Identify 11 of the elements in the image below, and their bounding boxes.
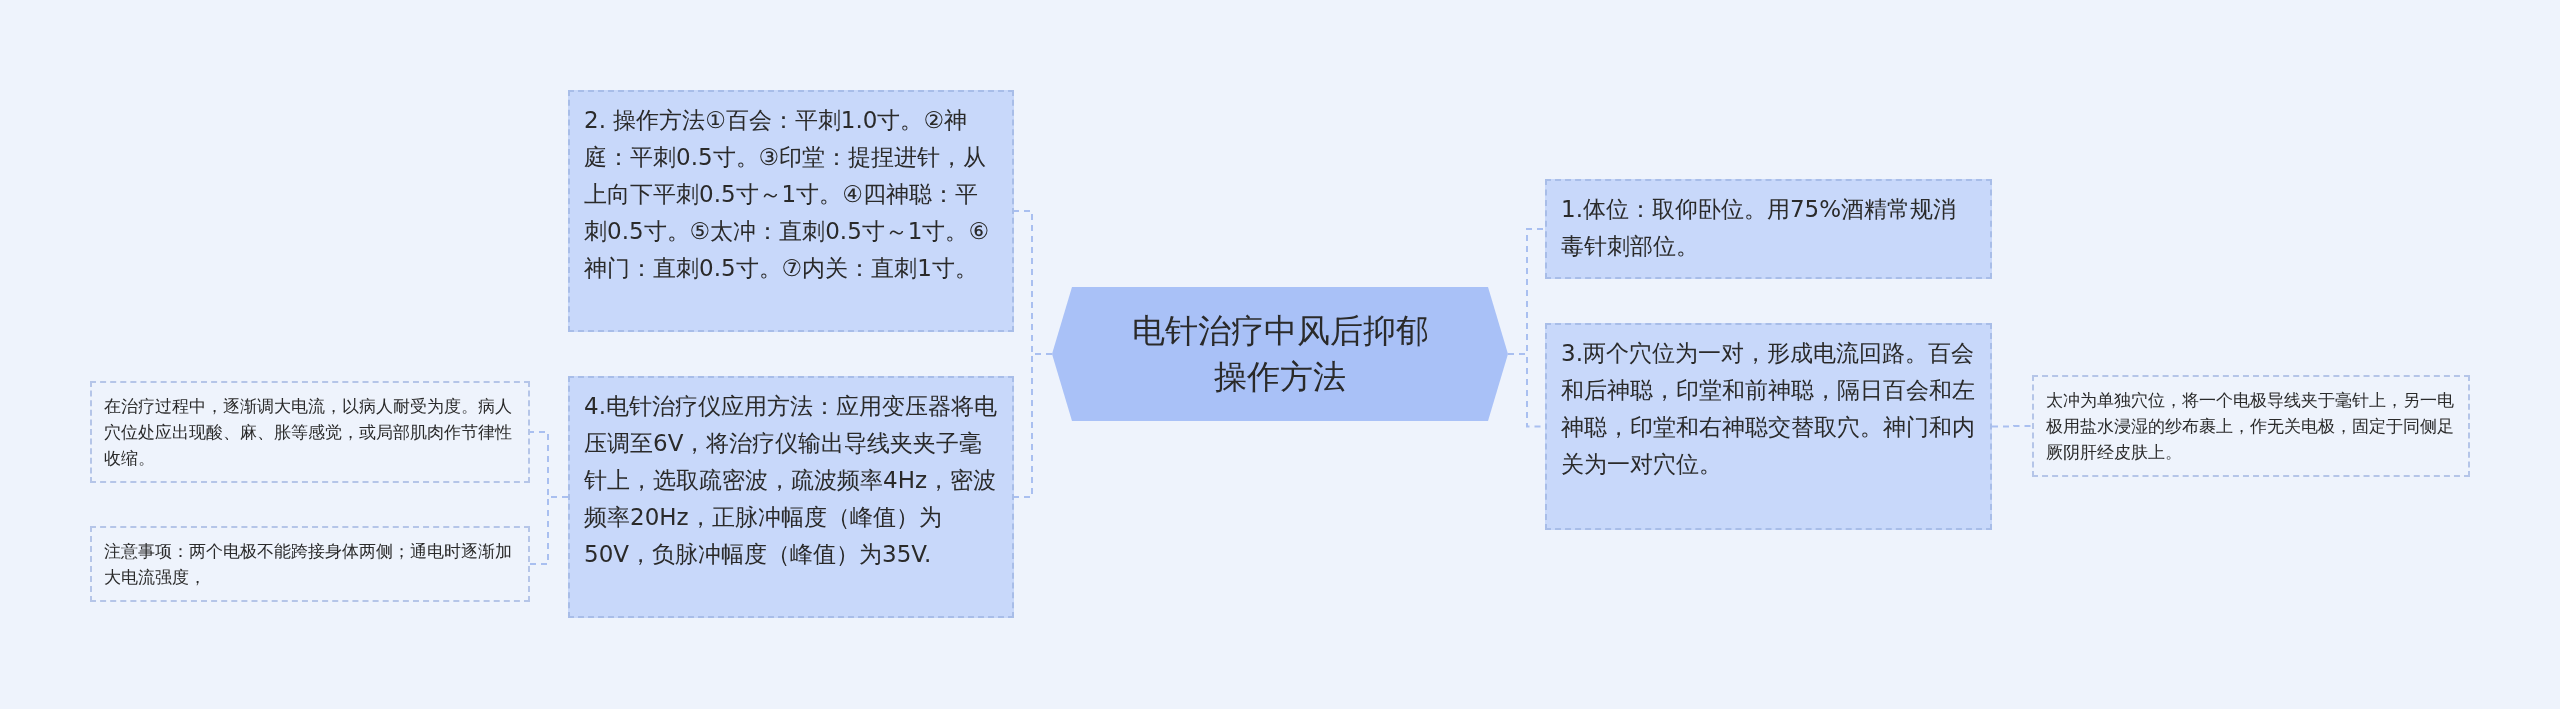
note-box: 在治疗过程中，逐渐调大电流，以病人耐受为度。病人穴位处应出现酸、麻、胀等感觉，或局部肌肉作节律性收缩。 [90, 381, 530, 483]
topic-box: 4.电针治疗仪应用方法：应用变压器将电压调至6V，将治疗仪输出导线夹夹子毫针上，选取疏密波，疏波频率4Hz，密波频率20Hz，正脉冲幅度（峰值）为50V，负脉冲幅度（峰值）为35V. [568, 376, 1014, 618]
topic-box: 3.两个穴位为一对，形成电流回路。百会和后神聪，印堂和前神聪，隔日百会和左神聪，印堂和右神聪交替取穴。神门和内关为一对穴位。 [1545, 323, 1992, 530]
connector-line [1013, 353, 1053, 498]
topic-box: 1.体位：取仰卧位。用75%酒精常规消毒针刺部位。 [1545, 179, 1992, 279]
topic-hexagon: 电针治疗中风后抑郁操作方法 [1052, 287, 1508, 421]
connector-line [1991, 425, 2033, 428]
note-box: 太冲为单独穴位，将一个电极导线夹于毫针上，另一电极用盐水浸湿的纱布裹上，作无关电极，固定于同侧足厥阴肝经皮肤上。 [2032, 375, 2470, 477]
topic-box: 2. 操作方法①百会：平刺1.0寸。②神庭：平刺0.5寸。③印堂：提捏进针，从上向下平刺0.5寸～1寸。④四神聪：平刺0.5寸。⑤太冲：直刺0.5寸～1寸。⑥神门：直刺0.5寸。⑦内关：直刺1寸。 [568, 90, 1014, 332]
note-box: 注意事项：两个电极不能跨接身体两侧；通电时逐渐加大电流强度， [90, 526, 530, 602]
connector-line [529, 496, 569, 565]
